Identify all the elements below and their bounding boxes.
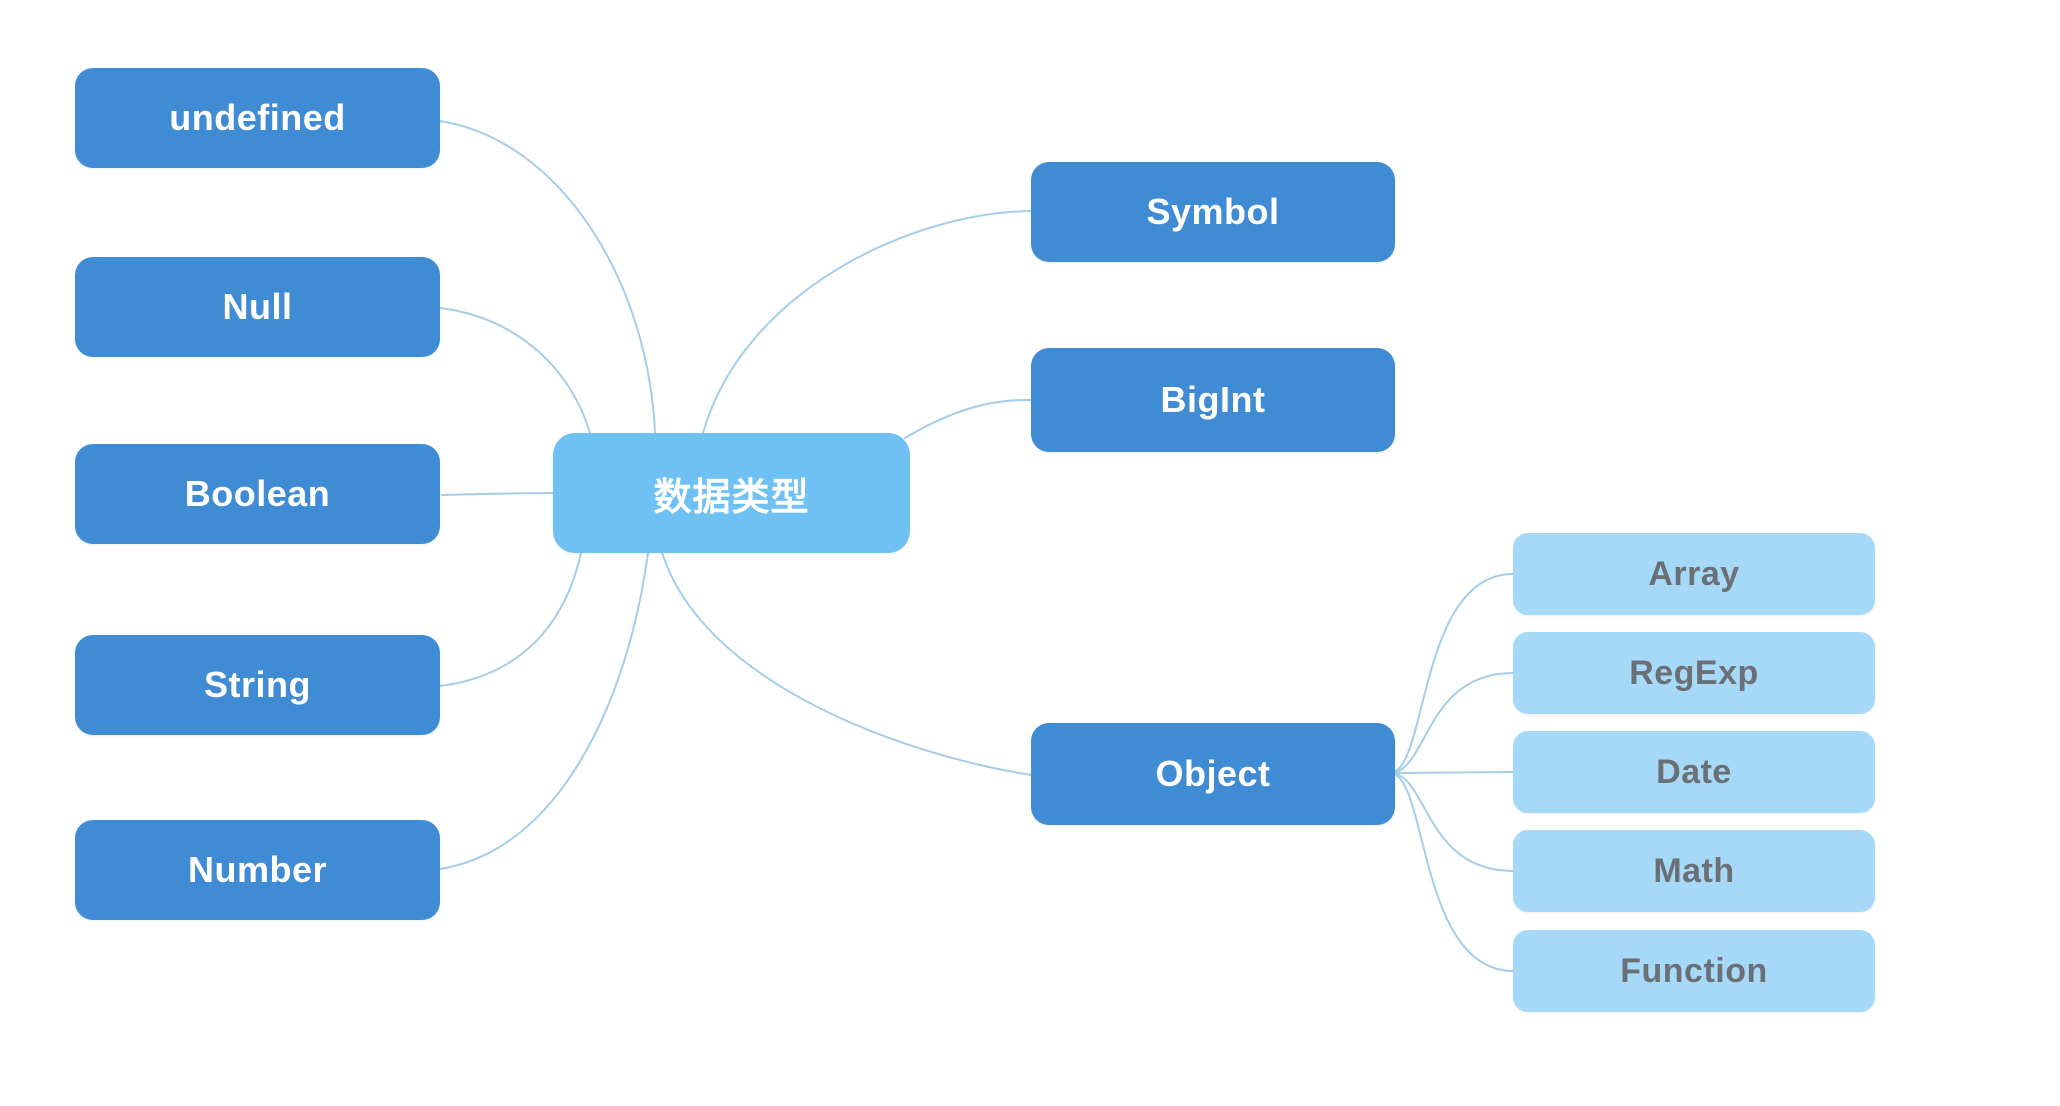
node-label-date: Date [1656,752,1732,791]
edge-object-math [1389,772,1514,872]
node-label-boolean: Boolean [184,473,331,514]
node-math[interactable]: Math [1513,830,1875,912]
edge-object-date [1389,771,1514,774]
edge-root-bigint [904,398,1032,439]
node-date[interactable]: Date [1513,731,1875,813]
edge-object-array [1389,573,1514,774]
edge-root-number [439,552,649,870]
node-undefined[interactable]: undefined [75,68,440,168]
node-function[interactable]: Function [1513,930,1875,1012]
node-label-bigint: BigInt [1160,379,1266,420]
edge-object-regexp [1389,672,1514,774]
edge-root-undefined [439,120,656,434]
node-label-array: Array [1648,554,1740,593]
node-symbol[interactable]: Symbol [1031,162,1395,262]
node-boolean[interactable]: Boolean [75,444,440,544]
node-root[interactable]: 数据类型 [553,433,910,553]
node-label-object: Object [1155,753,1271,794]
node-array[interactable]: Array [1513,533,1875,615]
node-regexp[interactable]: RegExp [1513,632,1875,714]
node-label-regexp: RegExp [1629,653,1759,692]
node-object[interactable]: Object [1031,723,1395,825]
node-bigint[interactable]: BigInt [1031,348,1395,452]
edge-root-null [439,307,591,434]
node-null[interactable]: Null [75,257,440,357]
node-label-number: Number [187,849,328,890]
node-string[interactable]: String [75,635,440,735]
edge-object-function [1389,772,1514,972]
node-label-string: String [204,664,311,705]
node-label-function: Function [1620,951,1768,990]
edge-root-object [661,552,1032,776]
node-label-null: Null [222,286,293,327]
node-number[interactable]: Number [75,820,440,920]
node-label-undefined: undefined [169,97,346,138]
node-label-root: 数据类型 [653,476,810,519]
node-label-math: Math [1653,851,1735,890]
edge-root-symbol [702,210,1032,434]
node-label-symbol: Symbol [1146,191,1280,232]
edge-root-string [439,552,582,687]
edge-root-boolean [441,492,554,496]
